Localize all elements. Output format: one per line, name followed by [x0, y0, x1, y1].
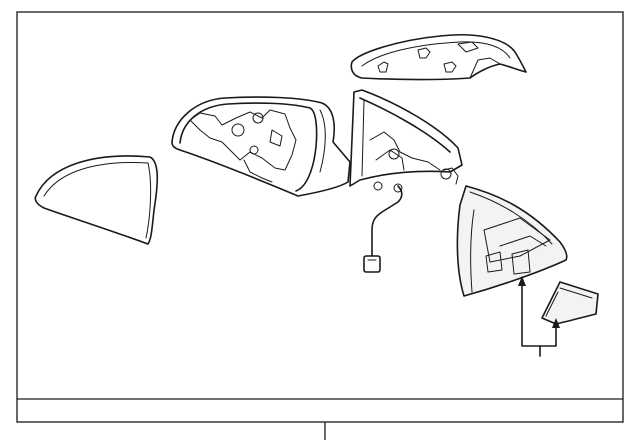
- skull-cap-icon: [350, 33, 527, 81]
- mirror-housing-icon: [171, 96, 351, 197]
- lower-cover-icon: [456, 185, 568, 297]
- harness-icon: [363, 185, 403, 273]
- mirror-glass-icon: [34, 155, 159, 245]
- callout-leader: [518, 276, 560, 357]
- bracket-icon: [349, 89, 463, 193]
